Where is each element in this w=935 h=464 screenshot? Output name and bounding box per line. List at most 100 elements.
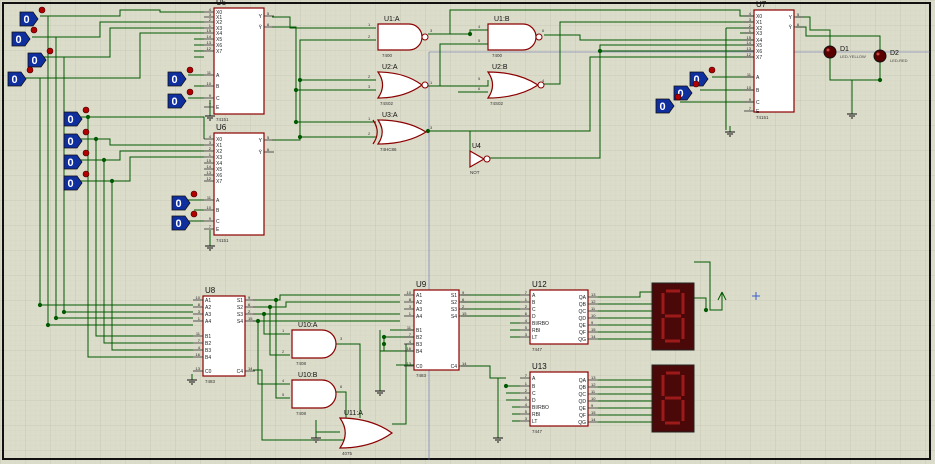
chip-pin-label: X1 xyxy=(216,15,222,21)
logic-input-led xyxy=(26,66,34,74)
logic-input-body xyxy=(63,154,83,170)
chip-pin-number: 8 xyxy=(198,302,201,307)
wire-junction xyxy=(703,307,709,313)
chip-pin-label: X3 xyxy=(756,31,762,37)
chip-pin-number: 10 xyxy=(591,396,596,401)
chip-pin-number: 4 xyxy=(525,402,528,407)
chip-pin-number: 1 xyxy=(209,23,212,28)
chip-pin-number: 5 xyxy=(525,325,528,330)
logic-state-input[interactable]: 0 xyxy=(63,128,90,149)
logic-input-value: 0 xyxy=(175,218,181,230)
gate-pin-number: 2 xyxy=(282,349,285,354)
chip-pin-label: Ȳ xyxy=(259,149,263,156)
chip-pin-label: X2 xyxy=(756,26,762,32)
wire xyxy=(272,26,376,123)
wire xyxy=(796,16,831,52)
chip-pin-label: X5 xyxy=(756,43,762,49)
logic-state-input[interactable]: 0 xyxy=(63,106,90,127)
chip-pin-label: S1 xyxy=(237,298,243,304)
logic-input-led xyxy=(708,66,716,74)
wire-junction xyxy=(297,134,303,140)
logic-input-body xyxy=(171,215,191,231)
chip-pin-number: 4 xyxy=(209,134,212,139)
logic-state-input[interactable]: 0 xyxy=(171,190,198,211)
gate-pin-number: 5 xyxy=(478,38,481,43)
gate-pin-number: 3 xyxy=(340,336,343,341)
chip-pin-number: 9 xyxy=(209,216,212,221)
chip-pin-label: X0 xyxy=(756,14,762,20)
chip-u13 xyxy=(520,371,598,427)
chip-u7 xyxy=(744,9,804,113)
wire xyxy=(428,56,754,132)
gate-part-number: 7408 xyxy=(296,361,307,366)
seven-seg-display-1 xyxy=(651,282,695,351)
wire xyxy=(426,80,489,87)
logic-state-input[interactable]: 0 xyxy=(11,26,38,47)
led-part-number: LED-YELLOW xyxy=(840,54,866,59)
chip-pin-number: 1 xyxy=(525,297,528,302)
chip-designator: U8 xyxy=(205,286,216,295)
chip-pin-label: Ȳ xyxy=(789,24,793,31)
logic-state-input[interactable]: 0 xyxy=(63,170,90,191)
chip-pin-label: D xyxy=(532,398,536,404)
wire xyxy=(87,117,193,358)
led-body xyxy=(873,49,887,63)
logic-input-value: 0 xyxy=(11,74,17,86)
wire-junction xyxy=(877,77,883,83)
logic-input-value: 0 xyxy=(67,136,73,148)
logic-input-value: 0 xyxy=(175,198,181,210)
logic-input-body xyxy=(167,93,187,109)
wire-junction xyxy=(503,383,509,389)
chip-pin-number: 5 xyxy=(267,135,270,140)
logic-state-input[interactable]: 0 xyxy=(167,66,194,87)
gate-pin-number: 1 xyxy=(430,80,433,85)
chip-pin-number: 11 xyxy=(407,325,412,330)
inverter-bubble xyxy=(537,81,545,89)
chip-pin-label: S4 xyxy=(451,314,457,320)
gate-u1a xyxy=(377,23,429,51)
logic-state-input[interactable]: 0 xyxy=(63,149,90,170)
chip-pin-label: C4 xyxy=(237,369,244,375)
logic-state-input[interactable]: 0 xyxy=(171,210,198,231)
chip-pin-number: 12 xyxy=(747,52,752,57)
chip-pin-number: 1 xyxy=(525,381,528,386)
wire-junction xyxy=(101,157,107,163)
chip-pin-number: 2 xyxy=(462,304,465,309)
logic-state-input[interactable]: 0 xyxy=(655,93,682,114)
logic-input-value: 0 xyxy=(31,55,37,67)
logic-state-input[interactable]: 0 xyxy=(19,6,46,27)
gate-designator: U2:B xyxy=(492,64,508,71)
chip-pin-label: A4 xyxy=(205,319,211,325)
chip-pin-label: QF xyxy=(579,330,586,336)
gate-pin-number: 4 xyxy=(478,24,481,29)
logic-input-value: 0 xyxy=(67,114,73,126)
chip-pin-number: 3 xyxy=(209,140,212,145)
gate-designator: U4 xyxy=(472,143,481,150)
wire-junction xyxy=(297,77,303,83)
chip-pin-number: 11 xyxy=(747,72,752,77)
inverter-bubble xyxy=(535,33,543,41)
logic-input-led xyxy=(186,66,194,74)
chip-pin-number: 14 xyxy=(591,334,596,339)
chip-pin-number: 11 xyxy=(591,389,596,394)
chip-pin-label: C0 xyxy=(416,364,423,370)
gate-designator: U11:A xyxy=(344,410,363,417)
led-designator: D1 xyxy=(840,46,849,53)
chip-pin-number: 6 xyxy=(797,22,800,27)
logic-state-input[interactable]: 0 xyxy=(167,88,194,109)
logic-state-input[interactable]: 0 xyxy=(27,47,54,68)
gate-part-number: 74HC86 xyxy=(380,147,397,152)
chip-pin-label: A xyxy=(756,75,760,81)
wire xyxy=(829,58,853,108)
chip-pin-label: A xyxy=(216,198,220,204)
chip-body xyxy=(753,9,795,113)
chip-pin-label: S2 xyxy=(237,305,243,311)
chip-pin-number: 4 xyxy=(409,339,412,344)
chip-pin-number: 1 xyxy=(409,311,412,316)
wire-junction xyxy=(45,322,51,328)
logic-state-input[interactable]: 0 xyxy=(7,66,34,87)
logic-input-body xyxy=(11,31,31,47)
chip-pin-label: B xyxy=(532,384,536,390)
gate-designator: U10:A xyxy=(298,322,318,329)
chip-pin-number: 10 xyxy=(747,85,752,90)
